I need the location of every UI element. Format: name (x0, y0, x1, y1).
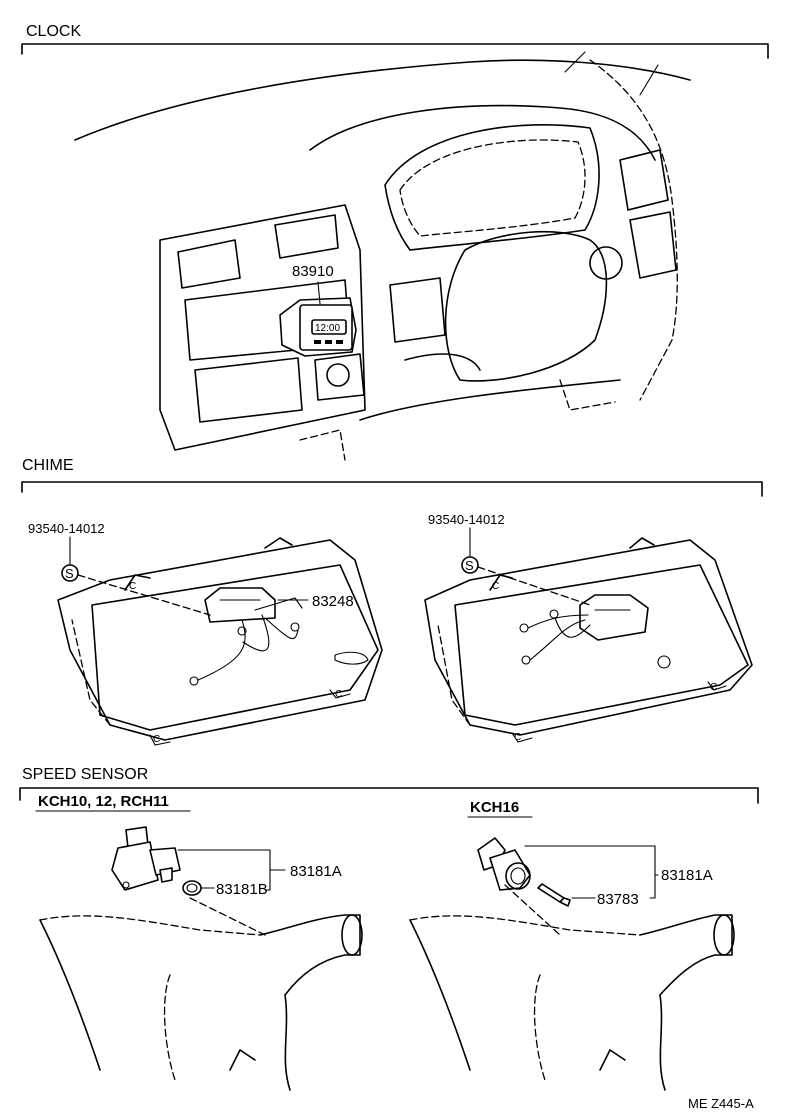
speed-sensor-section: SPEED SENSOR KCH10, 12, RCH11 83181B 831… (19, 766, 759, 1091)
right-model-label: KCH16 (470, 799, 519, 816)
left-sensor-bracket-line (177, 849, 286, 871)
right-combination-meter: C C C (424, 537, 753, 743)
clock-part-number: 83910 (292, 263, 334, 280)
right-pin-part-number: 83783 (597, 891, 639, 908)
left-screw-dashed-line (77, 574, 211, 616)
dashboard-illustration (74, 51, 691, 461)
clock-section-title: CLOCK (26, 23, 81, 40)
speed-sensor-section-title: SPEED SENSOR (22, 766, 148, 783)
right-sensor-part-number: 83181A (661, 867, 713, 884)
diagram-code: ME Z445-A (688, 1096, 754, 1111)
clock-section-bracket (21, 43, 769, 59)
right-sensor-bracket-line (524, 845, 659, 876)
right-screw-dashed-line (477, 566, 591, 606)
left-combination-meter: C C C (57, 537, 383, 746)
left-o-ring[interactable] (182, 880, 202, 896)
right-screw-symbol: S (465, 558, 474, 573)
right-clip-mark-3: C (710, 682, 717, 693)
left-s-circle-icon (61, 564, 79, 582)
left-model-label: KCH10, 12, RCH11 (38, 793, 169, 810)
left-chime-part-number: 83248 (312, 593, 354, 610)
left-sensor-part-number: 83181A (290, 863, 342, 880)
left-chime-unit[interactable] (189, 587, 303, 686)
speed-sensor-section-bracket (19, 787, 759, 804)
left-speed-sensor[interactable] (111, 826, 181, 891)
right-sensor-bracket-lower (649, 874, 656, 899)
clock-leader-line (317, 281, 321, 305)
left-transmission-illustration (39, 897, 363, 1091)
left-clip-mark-3: C (335, 689, 342, 700)
clock-display: 12:00 (315, 323, 340, 334)
clock-section: CLOCK (21, 23, 769, 461)
left-screw-part-number: 93540-14012 (28, 521, 105, 536)
chime-section-bracket (21, 481, 763, 497)
left-clip-mark-2: C (153, 734, 160, 745)
left-oring-part-number: 83181B (216, 881, 268, 898)
clock-unit[interactable]: 12:00 (279, 297, 357, 357)
chime-section: CHIME C C C (21, 457, 763, 746)
right-transmission-illustration (409, 884, 735, 1091)
left-sensor-bracket-lower (264, 869, 271, 891)
right-speed-sensor[interactable] (477, 837, 531, 891)
right-s-circle-icon (461, 556, 479, 574)
left-clip-mark-1: C (129, 581, 136, 592)
left-screw-symbol: S (65, 566, 74, 581)
chime-section-title: CHIME (22, 457, 74, 474)
right-pin[interactable] (537, 883, 571, 907)
right-chime-unit[interactable] (519, 594, 649, 665)
right-screw-part-number: 93540-14012 (428, 512, 505, 527)
right-clip-mark-1: C (492, 581, 499, 592)
right-clip-mark-2: C (514, 732, 521, 743)
